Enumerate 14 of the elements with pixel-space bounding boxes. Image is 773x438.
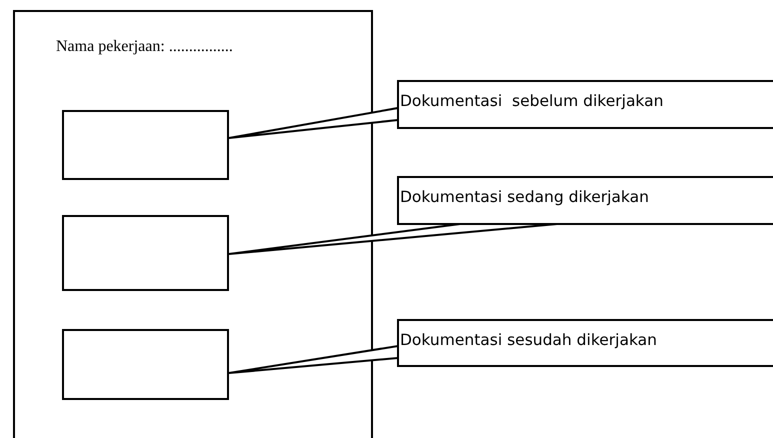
callout-box [397,176,773,225]
callout-text: Dokumentasi sebelum dikerjakan [400,92,664,112]
callout-text: Dokumentasi sedang dikerjakan [400,188,650,208]
callout-pointer [228,106,399,139]
empty-box [62,329,229,400]
callout-box [397,80,773,129]
form-title: Nama pekerjaan: ................ [56,39,233,55]
callout-text: Dokumentasi sesudah dikerjakan [400,331,658,350]
form-page [13,10,373,438]
empty-box [62,215,229,291]
callout-pointer [228,344,399,374]
callout-pointer [228,223,558,255]
callout-box [397,319,773,367]
empty-box [62,110,229,180]
